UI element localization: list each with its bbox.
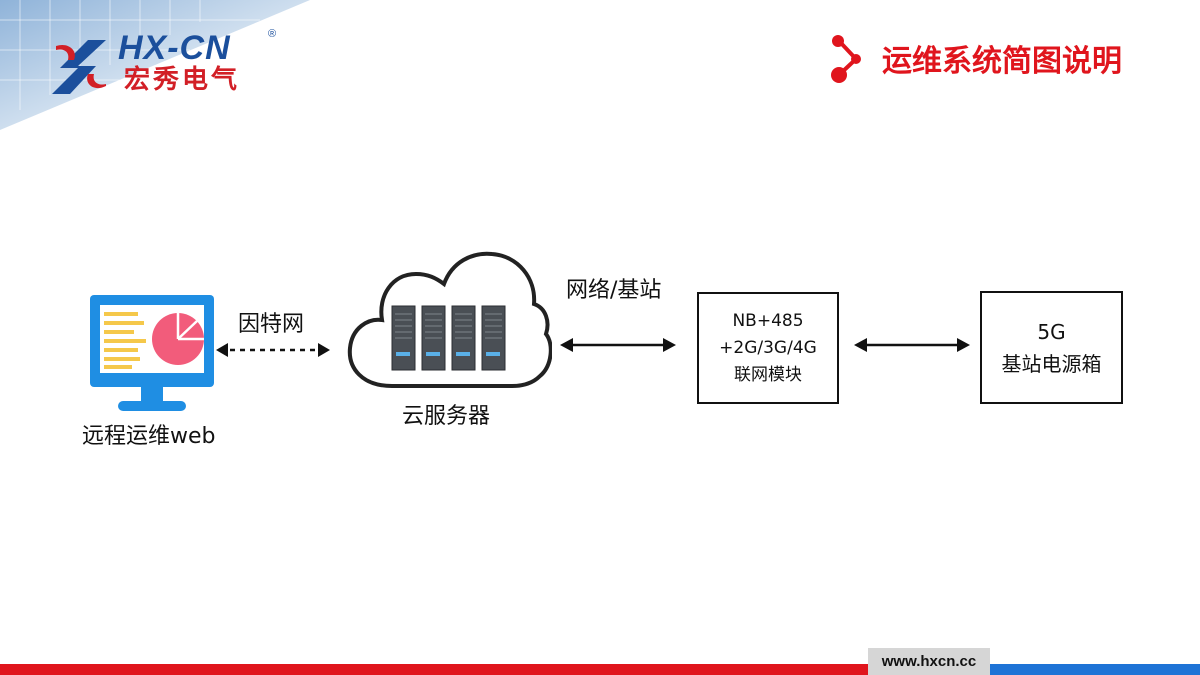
brand-name-cn: 宏秀电气 — [124, 65, 241, 95]
cloud-server-icon — [347, 251, 552, 388]
node-label-cloud: 云服务器 — [402, 404, 491, 429]
base-station-line-1: 5G — [1037, 319, 1066, 344]
base-station-line-2: 基站电源箱 — [1001, 351, 1102, 376]
brand-logo-icon — [52, 40, 106, 94]
module-line-1: NB+485 — [732, 310, 804, 331]
double-arrow — [854, 338, 970, 352]
edge-label-internet: 因特网 — [238, 312, 305, 337]
edge-label-network: 网络/基站 — [566, 278, 662, 303]
registered-mark: ® — [268, 28, 277, 40]
dashed-double-arrow — [216, 343, 330, 357]
footer-red-bar — [0, 664, 868, 675]
module-line-3: 联网模块 — [734, 364, 802, 385]
footer-blue-bar — [990, 664, 1200, 675]
molecule-icon — [831, 35, 861, 83]
footer-url: www.hxcn.cc — [868, 648, 990, 675]
node-module: NB+485 +2G/3G/4G 联网模块 — [697, 292, 839, 404]
node-base-station: 5G 基站电源箱 — [980, 291, 1123, 404]
module-line-2: +2G/3G/4G — [719, 337, 817, 358]
brand-name-en: HX-CN — [118, 29, 231, 67]
double-arrow — [560, 338, 676, 352]
node-label-web: 远程运维web — [82, 424, 216, 449]
page-title: 运维系统简图说明 — [882, 44, 1122, 79]
monitor-icon — [90, 295, 214, 411]
